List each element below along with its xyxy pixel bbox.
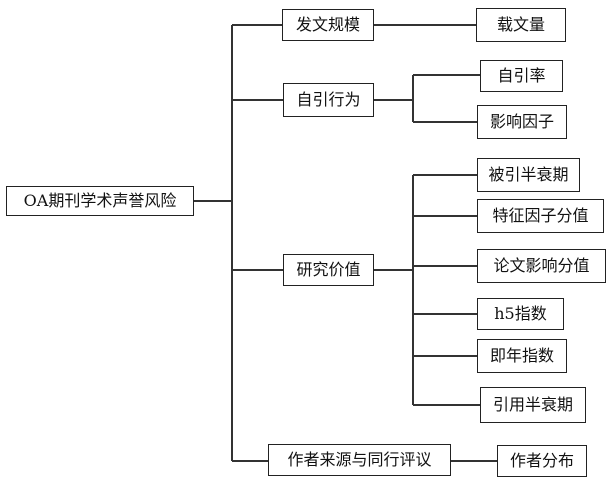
leaf-node-immediacy-index: 即年指数	[477, 339, 567, 373]
leaf-node-article-volume: 载文量	[476, 8, 566, 42]
branch-node-publication-scale: 发文规模	[282, 9, 374, 41]
branch-node-author-source-peer-review: 作者来源与同行评议	[268, 444, 451, 476]
leaf-node-citing-half-life: 引用半衰期	[480, 387, 586, 423]
leaf-node-eigenfactor-score: 特征因子分值	[477, 199, 604, 233]
leaf-node-author-distribution: 作者分布	[497, 445, 587, 477]
leaf-node-cited-half-life: 被引半衰期	[477, 158, 580, 192]
branch-node-self-citation: 自引行为	[283, 83, 374, 117]
leaf-node-article-influence-score: 论文影响分值	[477, 249, 606, 283]
leaf-node-self-citation-rate: 自引率	[480, 60, 563, 92]
root-node: OA期刊学术声誉风险	[6, 186, 194, 216]
leaf-node-impact-factor: 影响因子	[477, 105, 567, 139]
branch-node-research-value: 研究价值	[283, 254, 374, 286]
leaf-node-h5-index: h5指数	[477, 298, 564, 330]
